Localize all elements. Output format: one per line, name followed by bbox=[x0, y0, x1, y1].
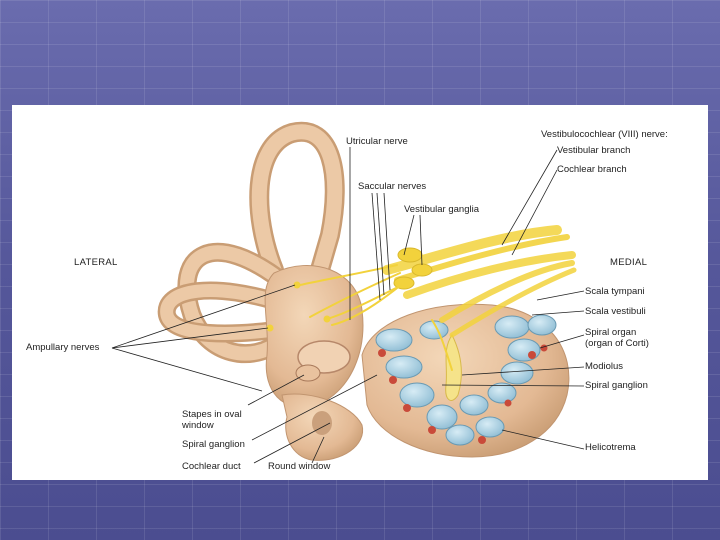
helicotrema-label: Helicotrema bbox=[585, 442, 636, 453]
modiolus-label: Modiolus bbox=[585, 361, 624, 372]
scala-tympani-label: Scala tympani bbox=[585, 286, 645, 297]
vestibular-ganglia-label: Vestibular ganglia bbox=[404, 204, 479, 215]
branch-nerves bbox=[299, 264, 453, 371]
round-window-label: Round window bbox=[268, 461, 331, 472]
scala-vestibuli-label: Scala vestibuli bbox=[585, 306, 646, 317]
spiral-ganglion-left-label: Spiral ganglion bbox=[182, 439, 245, 450]
lateral-semicircular-canal bbox=[157, 281, 306, 343]
stapes bbox=[295, 364, 321, 382]
medial-label: MEDIAL bbox=[610, 257, 648, 268]
inner-ear-illustration bbox=[111, 121, 585, 464]
cochlea bbox=[361, 303, 570, 458]
round-window bbox=[312, 411, 332, 435]
organ-of-corti-label: (organ of Corti) bbox=[585, 338, 649, 349]
leader-lines bbox=[111, 147, 585, 464]
cochlear-branch-label: Cochlear branch bbox=[557, 164, 627, 175]
ampullary-endings bbox=[266, 281, 331, 332]
vestibular-branch-label: Vestibular branch bbox=[557, 145, 631, 156]
posterior-semicircular-canal bbox=[177, 242, 297, 364]
utricular-nerve-label: Utricular nerve bbox=[346, 136, 408, 147]
stapes-label: Stapes in oval bbox=[182, 409, 242, 420]
spiral-ganglion-right-label: Spiral ganglion bbox=[585, 380, 648, 391]
modiolus bbox=[445, 334, 462, 401]
vestibulocochlear-nerve-label: Vestibulocochlear (VIII) nerve: bbox=[541, 129, 668, 140]
diagram-panel: LATERAL MEDIAL Utricular nerve Saccular … bbox=[12, 105, 708, 480]
saccular-nerves-label: Saccular nerves bbox=[358, 181, 427, 192]
spiral-organ-label: Spiral organ bbox=[585, 327, 637, 338]
cochlear-duct-label: Cochlear duct bbox=[182, 461, 241, 472]
vestibule bbox=[264, 265, 364, 408]
lateral-label: LATERAL bbox=[74, 257, 118, 268]
ampullary-nerves-label: Ampullary nerves bbox=[26, 342, 100, 353]
superior-semicircular-canal bbox=[249, 121, 345, 290]
spiral-organ-marks bbox=[378, 344, 548, 444]
cochlear-chambers bbox=[375, 314, 557, 446]
stapes-window-label: window bbox=[182, 420, 214, 431]
